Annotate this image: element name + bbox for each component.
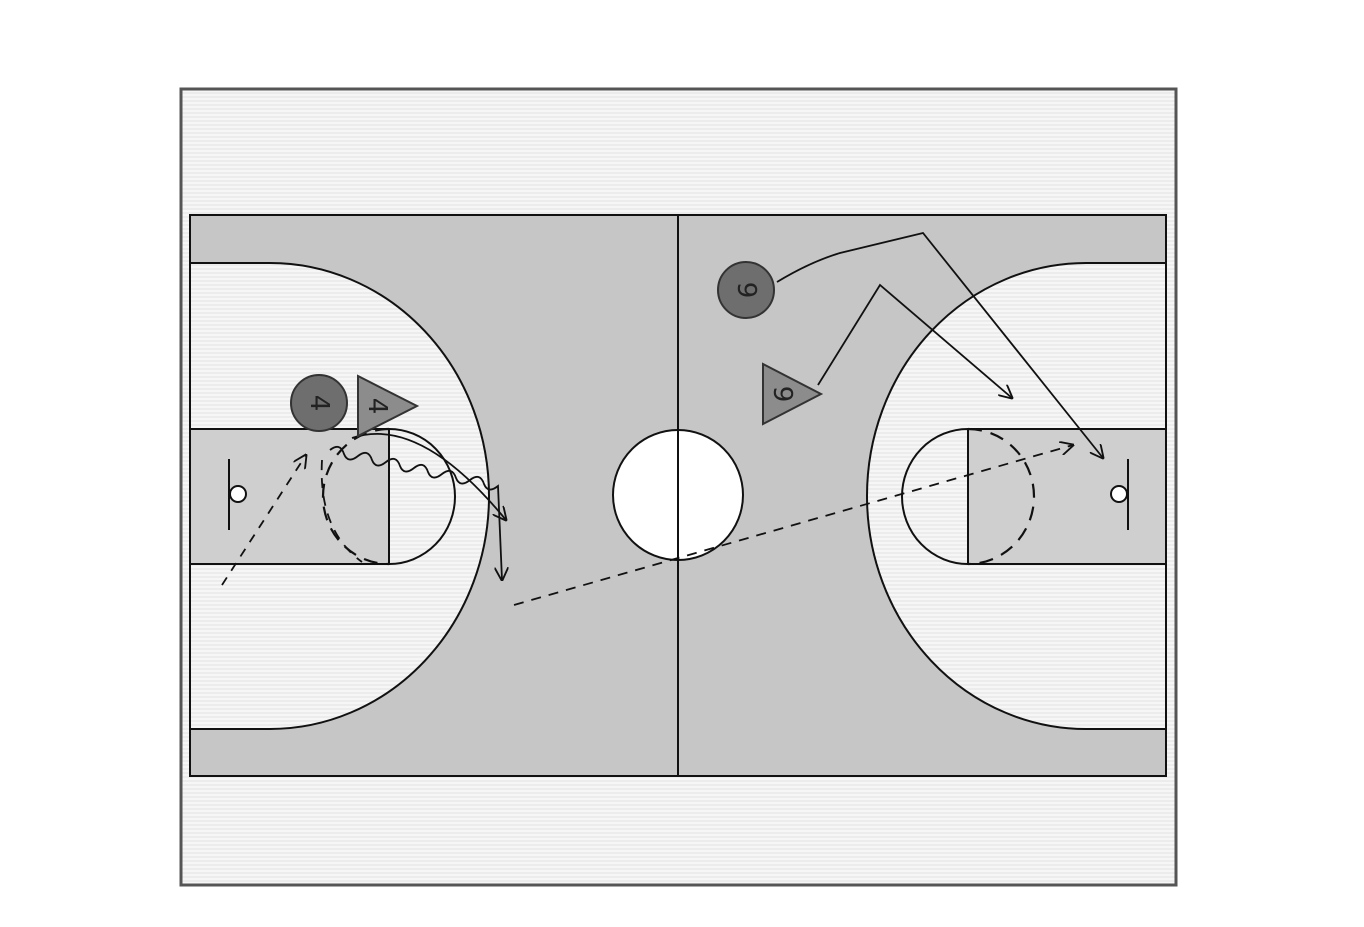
cut-path-player-9-triangle (817, 283, 1012, 398)
offense-player-9-label: 9 (731, 282, 761, 299)
right-free-throw-circle-dashed (967, 427, 1036, 566)
left-key (189, 428, 390, 565)
cut-path-player-9-circle (776, 231, 1103, 458)
defense-player-4[interactable]: 4 (357, 374, 420, 438)
defense-player-9-marker (762, 362, 824, 426)
cut-path-player-4 (351, 433, 506, 520)
right-hoop (1110, 485, 1128, 503)
court (189, 214, 1167, 777)
defense-player-4-label: 4 (362, 398, 392, 415)
right-key (967, 428, 1167, 565)
left-hoop (229, 485, 247, 503)
offense-player-9-marker (717, 261, 775, 319)
pass-path-long (513, 445, 1073, 606)
left-free-throw-circle (388, 428, 456, 565)
offense-player-4[interactable]: 4 (290, 374, 348, 432)
offense-player-9[interactable]: 9 (717, 261, 775, 319)
defense-player-9[interactable]: 9 (762, 362, 824, 426)
screen-path (320, 459, 363, 563)
play-paths (221, 231, 1103, 606)
offense-player-4-marker (290, 374, 348, 432)
defense-player-9-label: 9 (767, 386, 797, 403)
right-free-throw-circle (901, 427, 969, 566)
defense-player-4-marker (357, 374, 420, 438)
cut-path-left-corner (221, 455, 306, 586)
offense-player-4-label: 4 (304, 395, 334, 412)
